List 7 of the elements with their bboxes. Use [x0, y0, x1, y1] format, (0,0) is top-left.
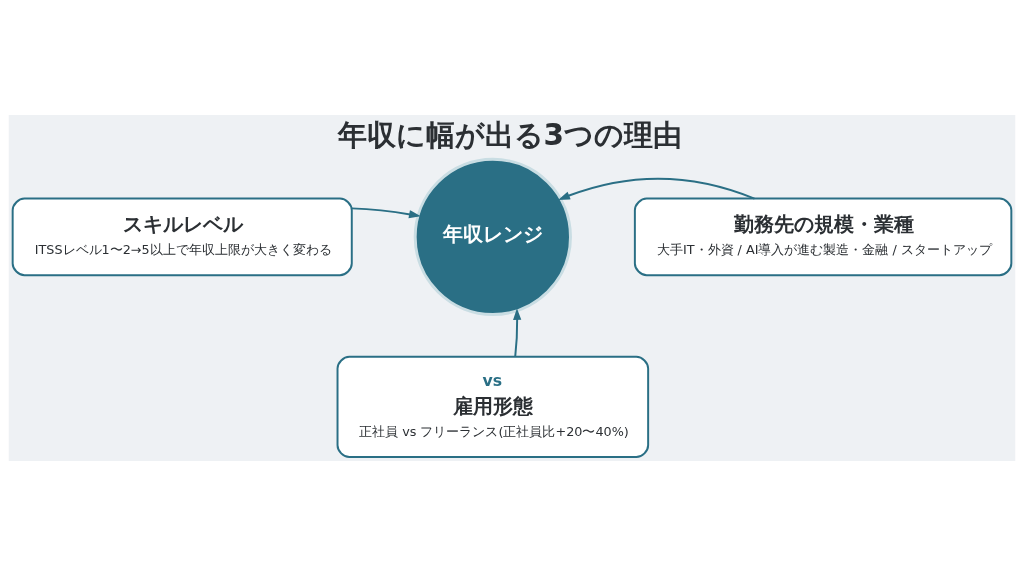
arrow [350, 207, 421, 219]
arrow [558, 177, 756, 200]
arrow [513, 308, 522, 358]
diagram-title: 年収に幅が出る3つの理由 [337, 118, 683, 153]
node-box: vs 雇用形態 正社員 vs フリーランス(正社員比+20〜40%) [336, 355, 650, 459]
node-box: スキルレベル ITSSレベル1〜2→5以上で年収上限が大きく変わる [11, 197, 353, 277]
node-box: 勤務先の規模・業種 大手IT・外資 / AI導入が進む製造・金融 / スタートアップ [633, 197, 1013, 277]
